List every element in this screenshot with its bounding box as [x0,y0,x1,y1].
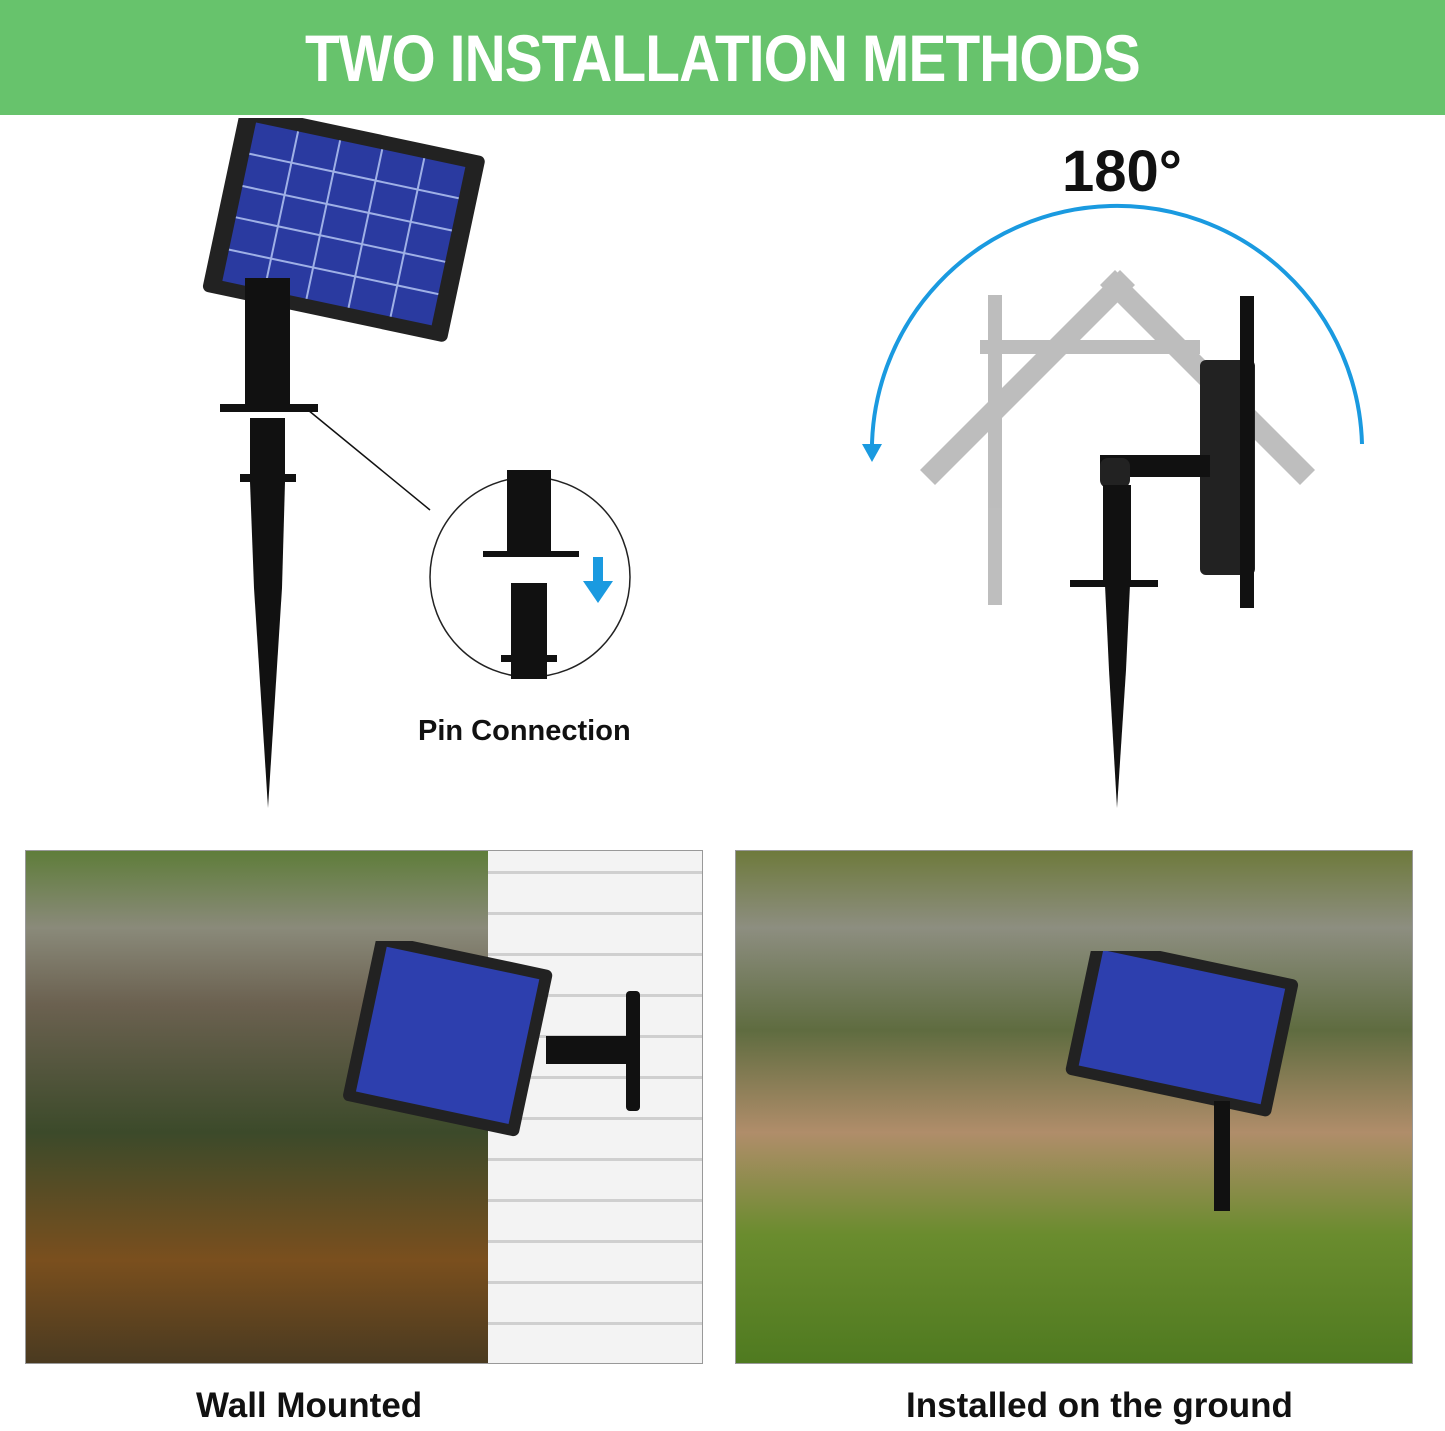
banner-title: TWO INSTALLATION METHODS [305,20,1141,95]
ground-installed-caption: Installed on the ground [906,1386,1293,1425]
arc-arrow-icon [862,444,882,462]
pin-connection-caption: Pin Connection [418,715,631,747]
rotation-angle-label: 180° [1062,139,1182,204]
down-arrow-icon [583,557,613,603]
solar-stake-illustration [202,118,485,808]
title-banner: TWO INSTALLATION METHODS [0,0,1445,115]
wall-mounted-photo [25,850,703,1364]
rotation-illustration [862,203,1364,808]
pin-connection-callout [429,470,631,679]
ground-installed-photo [735,850,1413,1364]
wall-mounted-caption: Wall Mounted [196,1386,423,1425]
